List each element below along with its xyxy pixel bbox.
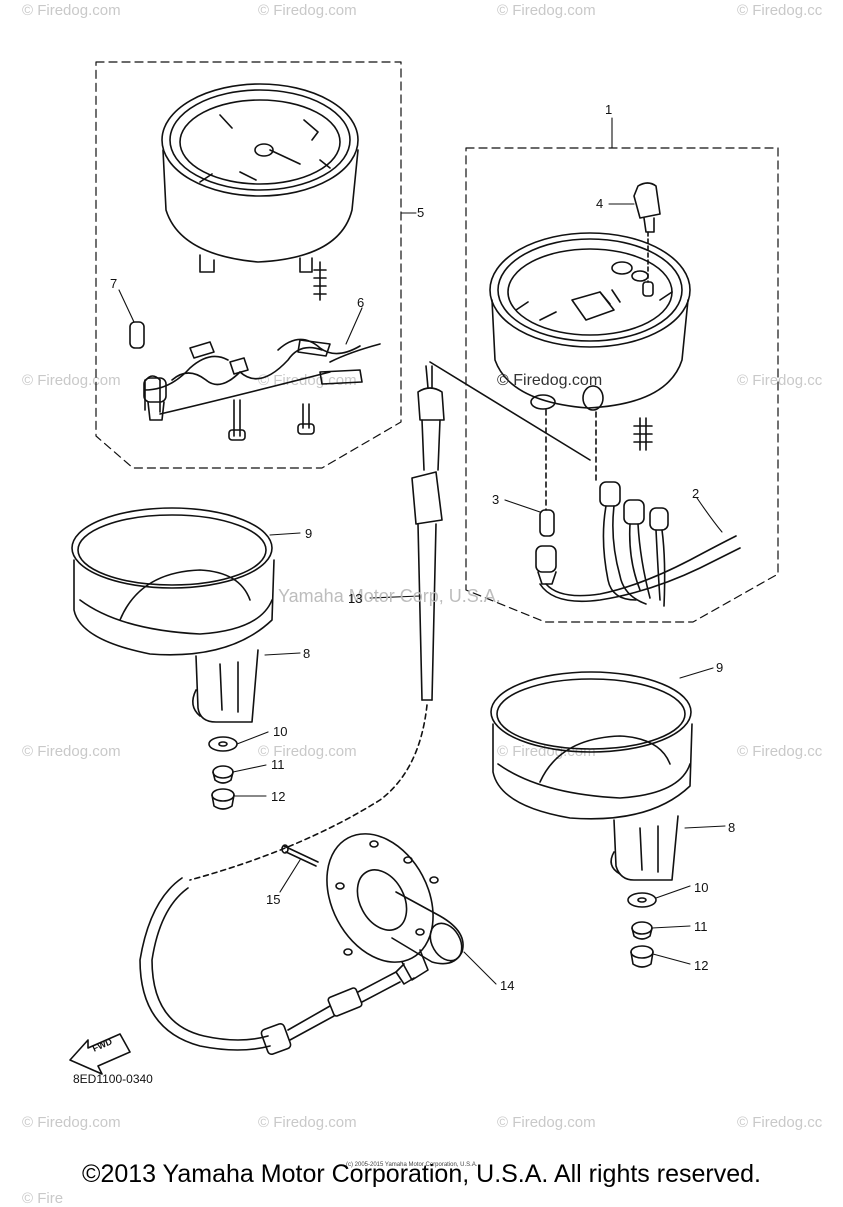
wire-harness-right [539, 411, 741, 607]
watermark-mid-4: © Firedog.cc [737, 372, 823, 389]
watermark-low-4: © Firedog.cc [737, 743, 823, 760]
connector-line [429, 361, 591, 461]
callout-12-right: 12 [694, 958, 709, 973]
callout-11-left: 11 [271, 757, 285, 772]
screws-left [228, 399, 315, 441]
meter-bracket-left [71, 507, 275, 723]
nut-left [211, 788, 235, 810]
fwd-arrow-icon [69, 1033, 131, 1075]
watermark-center: © Firedog.com [497, 372, 603, 389]
callout-11-right: 11 [694, 919, 708, 934]
bulb-right [535, 409, 557, 585]
speedometer-gauge [161, 83, 359, 301]
watermark-bottom-4: © Firedog.cc [737, 1114, 823, 1131]
nut-right [630, 945, 654, 968]
tachometer-gauge [489, 232, 691, 451]
callout-3: 3 [492, 492, 500, 507]
washer-left [208, 736, 238, 752]
bulb-socket-left [129, 321, 167, 421]
grommet-right [631, 921, 653, 940]
callout-9-right: 9 [716, 660, 724, 675]
watermark-top-3: © Firedog.com [497, 2, 596, 19]
watermark-bottom-1: © Firedog.com [22, 1114, 121, 1131]
callout-15: 15 [266, 892, 281, 907]
callout-12-left: 12 [271, 789, 286, 804]
tiny-copyright: (c) 2005-2015 Yamaha Motor Corporation, … [346, 1162, 478, 1168]
dowel-pin [281, 844, 319, 867]
watermark-top-1: © Firedog.com [22, 2, 121, 19]
callout-9-left: 9 [305, 526, 313, 541]
trip-reset-knob [633, 182, 661, 283]
wire-harness-left [144, 338, 381, 415]
watermark-bottom-2: © Firedog.com [258, 1114, 357, 1131]
callout-7: 7 [110, 276, 118, 291]
callout-1: 1 [605, 102, 613, 117]
watermark-top-4: © Firedog.cc [737, 2, 823, 19]
left-assembly-boundary [95, 61, 402, 469]
diagram-code: 8ED1100-0340 [73, 1072, 153, 1086]
callout-4: 4 [596, 196, 604, 211]
watermark-yamaha: Yamaha Motor Corp, U.S.A. [278, 586, 501, 606]
right-assembly-boundary [465, 147, 779, 623]
watermark-cropped-1: © Fire [22, 1190, 64, 1207]
callout-6: 6 [357, 295, 365, 310]
callout-8-left: 8 [303, 646, 311, 661]
meter-bracket-right [490, 671, 693, 881]
watermark-low-2: © Firedog.com [258, 743, 357, 760]
watermark-low-1: © Firedog.com [22, 743, 121, 760]
callout-10-right: 10 [694, 880, 709, 895]
callout-13: 13 [348, 591, 363, 606]
leader-lines [118, 117, 726, 985]
callout-10-left: 10 [273, 724, 288, 739]
callout-14: 14 [500, 978, 515, 993]
callout-8-right: 8 [728, 820, 736, 835]
callout-5: 5 [417, 205, 425, 220]
callout-2: 2 [692, 486, 700, 501]
washer-right [627, 892, 657, 908]
grommet-left [212, 765, 234, 784]
speedometer-cable [139, 365, 445, 1055]
watermark-top-2: © Firedog.com [258, 2, 357, 19]
watermark-bottom-3: © Firedog.com [497, 1114, 596, 1131]
footer-copyright: ©2013 Yamaha Motor Corporation, U.S.A. A… [82, 1160, 761, 1188]
speedometer-gear-unit [326, 833, 464, 985]
